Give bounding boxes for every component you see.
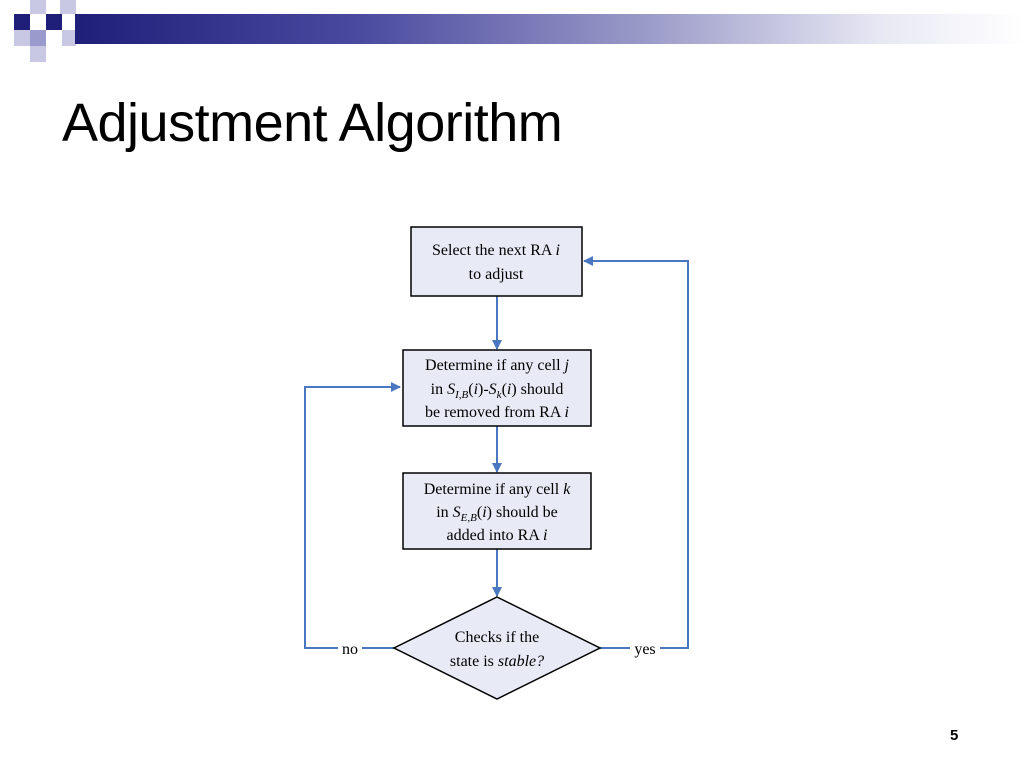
step-determine-remove: [402, 349, 592, 427]
step2-line3: be removed from RA: [425, 404, 565, 421]
slide-title: Adjustment Algorithm: [62, 93, 563, 153]
svg-text:be removed from RA i: be removed from RA i: [425, 404, 569, 421]
step3-line1: Determine if any cell: [424, 481, 564, 498]
step3-var-k: k: [563, 481, 571, 498]
step3-in: in: [436, 504, 452, 521]
decision-line2: state is: [450, 653, 498, 670]
decision-line1: Checks if the: [455, 629, 539, 646]
svg-text:added into RA i: added into RA i: [447, 527, 548, 544]
step3-s: S: [453, 504, 461, 521]
decor-square-6: [14, 30, 30, 46]
decision-stable: [392, 596, 602, 700]
step2-mid: )-: [478, 381, 489, 398]
step2-s1-sub: I,B: [454, 389, 468, 401]
step2-end: ) should: [511, 381, 563, 398]
decor-square-4: [60, 0, 76, 14]
svg-text:in SI,B(i)-Sk(i) should: in SI,B(i)-Sk(i) should: [431, 381, 564, 401]
decision-var: stable?: [498, 653, 544, 670]
decor-square-9: [62, 30, 76, 46]
step1-var: i: [556, 242, 560, 259]
svg-text:in SE,B(i) should be: in SE,B(i) should be: [436, 504, 558, 524]
step2-i2: i: [507, 381, 511, 398]
step1-text: Select the next RA: [432, 242, 556, 259]
decor-square-7: [30, 30, 46, 46]
step2-var-j: j: [563, 357, 570, 374]
step2-i1: i: [474, 381, 478, 398]
step2-open1: (: [468, 381, 473, 398]
step2-line1: Determine if any cell: [425, 357, 565, 374]
decor-square-3: [46, 0, 60, 14]
step2-var-i: i: [565, 404, 569, 421]
step3-end: ) should be: [487, 504, 558, 521]
step3-sub: E,B: [460, 512, 477, 524]
step3-var-i: i: [543, 527, 547, 544]
step3-line3: added into RA: [447, 527, 543, 544]
arrow-no-loop: [304, 382, 401, 649]
step3-i: i: [482, 504, 486, 521]
title-gradient-bar: [75, 14, 1024, 44]
label-no: no: [342, 641, 358, 658]
svg-text:Select the next RA i: Select the next RA i: [432, 242, 560, 259]
step2-s1: S: [447, 381, 455, 398]
decor-square-5: [46, 14, 62, 30]
step3-open: (: [477, 504, 482, 521]
decor-square-1: [14, 14, 30, 30]
step-determine-add: [402, 472, 592, 550]
step1-line2: to adjust: [469, 266, 524, 283]
svg-text:Determine if any cell j: Determine if any cell j: [425, 357, 570, 374]
page-number: 5: [950, 727, 959, 744]
svg-text:Determine if any cell k: Determine if any cell k: [424, 481, 572, 498]
step2-in: in: [431, 381, 447, 398]
step2-open2: (: [502, 381, 507, 398]
decor-square-2: [30, 0, 46, 14]
decor-square-8: [30, 46, 46, 62]
label-yes: yes: [634, 641, 655, 658]
step2-s2: S: [489, 381, 497, 398]
step2-s2-sub: k: [497, 389, 503, 401]
arrow-yes-loop: [583, 256, 689, 649]
step-select-ra: [410, 226, 583, 297]
svg-text:state is stable?: state is stable?: [450, 653, 544, 670]
